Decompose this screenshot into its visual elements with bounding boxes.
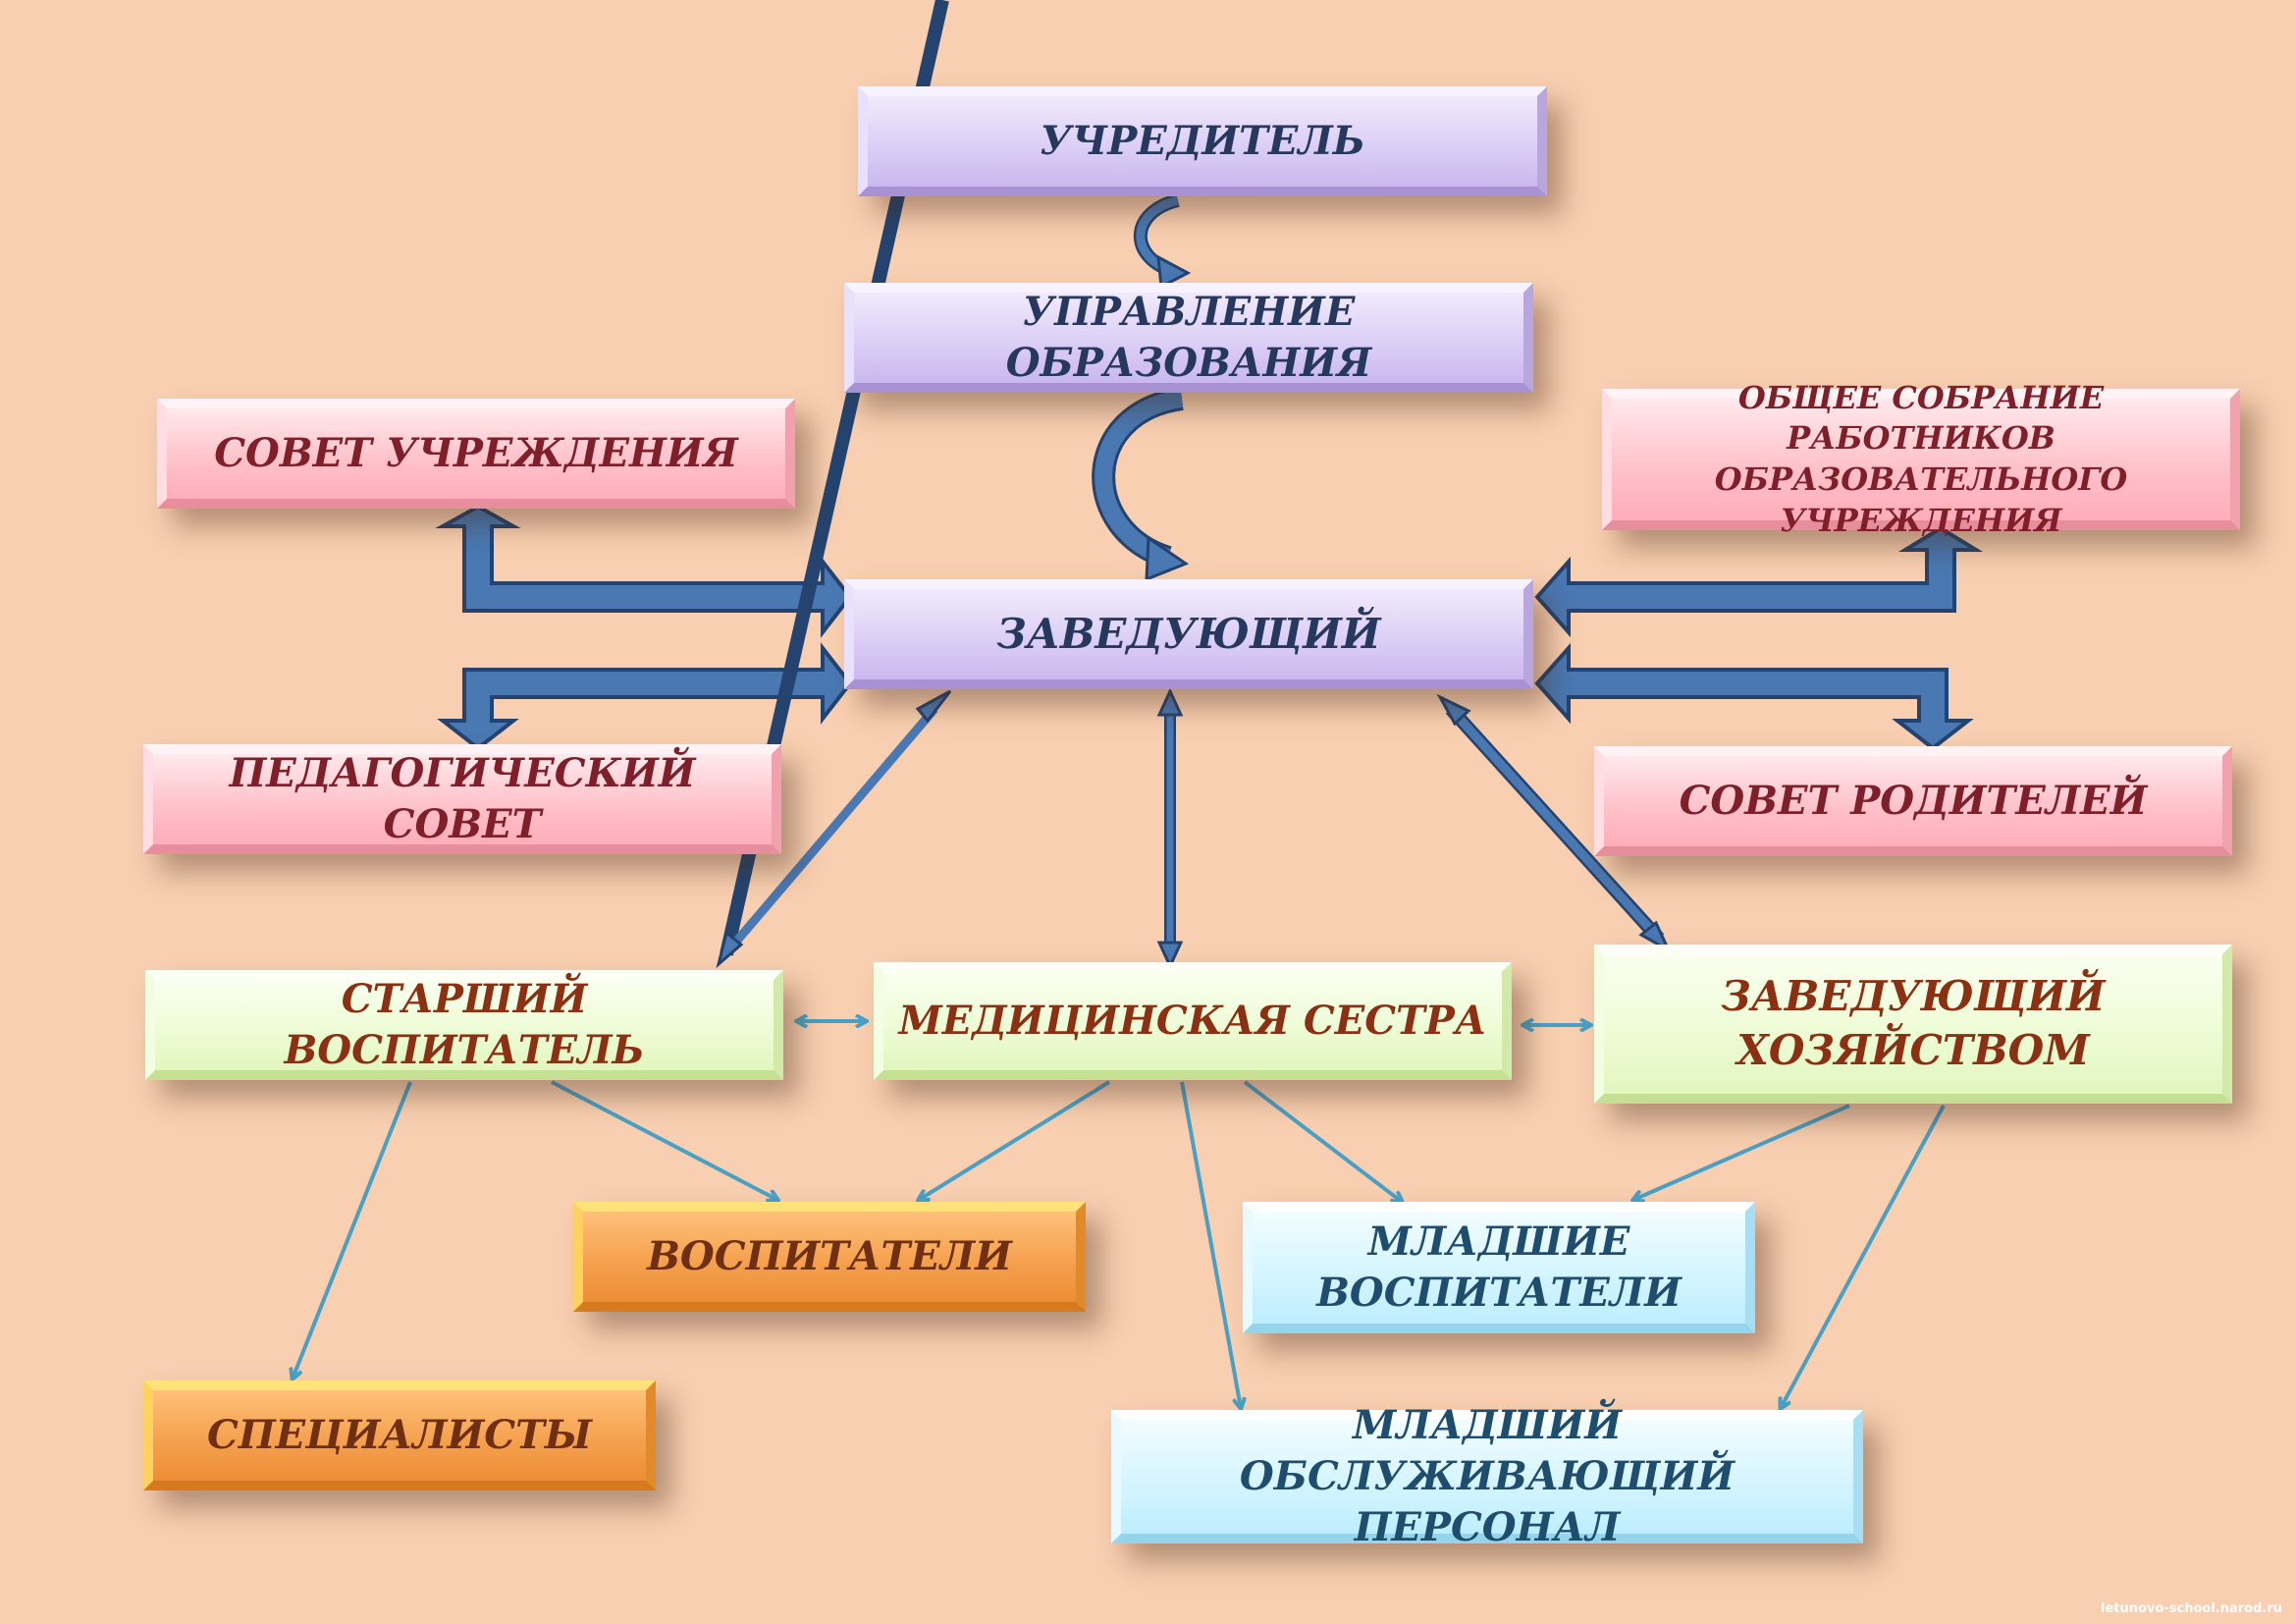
- curved-arrow-founder-to-dept: [1133, 193, 1192, 290]
- education-dept-label: УПРАВЛЕНИЕ ОБРАЗОВАНИЯ: [1005, 289, 1372, 386]
- founder-box: УЧРЕДИТЕЛЬ: [858, 86, 1547, 196]
- junior-educators-label: МЛАДШИЕ ВОСПИТАТЕЛИ: [1316, 1218, 1682, 1316]
- specialists-box: СПЕЦИАЛИСТЫ: [143, 1380, 656, 1490]
- junior-service-staff-label: МЛАДШИЙ ОБСЛУЖИВАЮЩИЙ ПЕРСОНАЛ: [1239, 1402, 1735, 1550]
- arrow-senior-to-educators: [551, 1080, 777, 1200]
- arrow-supply-to-service-staff: [1781, 1105, 1946, 1408]
- educators-label: ВОСПИТАТЕЛИ: [647, 1233, 1012, 1279]
- elbow-arrow-head-meeting: [1534, 525, 1984, 638]
- educators-box: ВОСПИТАТЕЛИ: [573, 1202, 1086, 1312]
- founder-label: УЧРЕДИТЕЛЬ: [1040, 118, 1365, 164]
- general-meeting-label: ОБЩЕЕ СОБРАНИЕ РАБОТНИКОВ ОБРАЗОВАТЕЛЬНО…: [1714, 378, 2128, 539]
- institution-council-label: СОВЕТ УЧРЕЖДЕНИЯ: [214, 430, 738, 476]
- elbow-arrow-head-parents: [1534, 642, 1974, 751]
- junior-educators-box: МЛАДШИЕ ВОСПИТАТЕЛИ: [1243, 1202, 1755, 1333]
- curved-arrow-dept-to-head: [1092, 387, 1190, 582]
- arrow-nurse-to-educators: [919, 1080, 1111, 1200]
- head-label: ЗАВЕДУЮЩИЙ: [996, 609, 1381, 658]
- head-box: ЗАВЕДУЮЩИЙ: [844, 579, 1533, 689]
- specialists-label: СПЕЦИАЛИСТЫ: [207, 1412, 592, 1458]
- arrow-head-nurse: [1156, 687, 1184, 970]
- arrow-nurse-to-service-staff: [1180, 1081, 1241, 1408]
- elbow-arrow-head-council: [435, 504, 853, 638]
- general-meeting-box: ОБЩЕЕ СОБРАНИЕ РАБОТНИКОВ ОБРАЗОВАТЕЛЬНО…: [1602, 379, 2240, 539]
- parents-council-label: СОВЕТ РОДИТЕЛЕЙ: [1679, 778, 2148, 824]
- arrow-nurse-to-junior-educators: [1243, 1080, 1402, 1202]
- parents-council-box: СОВЕТ РОДИТЕЛЕЙ: [1594, 746, 2232, 856]
- arrow-head-supply-manager: [1436, 693, 1673, 954]
- nurse-label: МЕДИЦИНСКАЯ СЕСТРА: [898, 998, 1487, 1044]
- senior-educator-label: СТАРШИЙ ВОСПИТАТЕЛЬ: [284, 976, 645, 1073]
- junior-service-staff-box: МЛАДШИЙ ОБСЛУЖИВАЮЩИЙ ПЕРСОНАЛ: [1111, 1402, 1863, 1550]
- education-dept-box: УПРАВЛЕНИЕ ОБРАЗОВАНИЯ: [844, 283, 1533, 393]
- arrow-supply-to-junior-educators: [1633, 1104, 1850, 1200]
- pedagogical-council-box: ПЕДАГОГИЧЕСКИЙ СОВЕТ: [143, 744, 781, 854]
- website-footer: letunovo-school.narod.ru: [2101, 1601, 2282, 1616]
- institution-council-box: СОВЕТ УЧРЕЖДЕНИЯ: [157, 399, 795, 509]
- arrow-senior-to-specialists: [293, 1081, 412, 1379]
- supply-manager-label: ЗАВЕДУЮЩИЙ ХОЗЯЙСТВОМ: [1721, 972, 2106, 1074]
- supply-manager-box: ЗАВЕДУЮЩИЙ ХОЗЯЙСТВОМ: [1594, 945, 2232, 1104]
- senior-educator-box: СТАРШИЙ ВОСПИТАТЕЛЬ: [145, 970, 783, 1080]
- nurse-box: МЕДИЦИНСКАЯ СЕСТРА: [874, 962, 1512, 1080]
- pedagogical-council-label: ПЕДАГОГИЧЕСКИЙ СОВЕТ: [229, 750, 696, 847]
- elbow-arrow-head-pedagogical: [437, 642, 853, 751]
